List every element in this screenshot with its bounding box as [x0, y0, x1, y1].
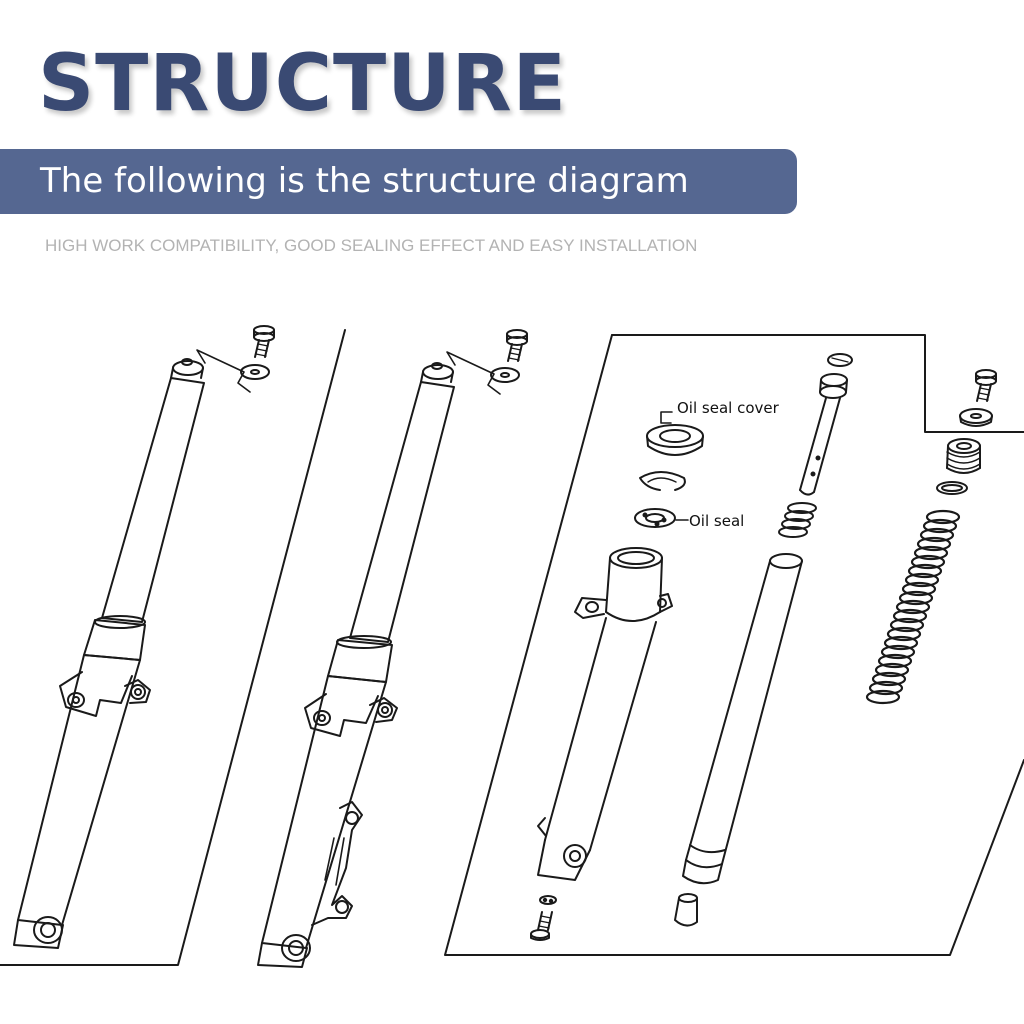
washer-icon: [490, 367, 520, 383]
assembled-fork-left: [13, 325, 275, 949]
washer-icon: [240, 364, 270, 380]
fork-bolt-icon: [506, 329, 528, 362]
oil-seal-icon: [634, 508, 676, 528]
assembled-fork-middle: [257, 329, 528, 968]
oil-lock-piece-icon: [674, 893, 698, 927]
fork-cap-icon: [946, 438, 981, 474]
inner-tube-icon: [682, 553, 803, 885]
callout-oil-seal: Oil seal: [689, 512, 744, 530]
exploded-parts: [530, 353, 997, 941]
page-title: STRUCTURE: [38, 39, 567, 129]
rebound-spring-icon: [778, 502, 817, 538]
fork-bolt-icon: [253, 325, 275, 358]
panel-frames: [0, 329, 1024, 966]
bottom-bolt-icon: [530, 895, 557, 941]
o-ring-icon: [936, 481, 968, 495]
washer-icon: [959, 408, 993, 424]
outer-slider-icon: [537, 547, 673, 881]
oil-seal-cover-icon: [646, 424, 704, 456]
tagline: HIGH WORK COMPATIBILITY, GOOD SEALING EF…: [45, 236, 698, 255]
banner-text: The following is the structure diagram: [40, 161, 689, 201]
circlip-icon: [639, 471, 686, 491]
callout-oil-seal-cover: Oil seal cover: [677, 399, 780, 417]
main-spring-icon: [865, 509, 961, 705]
top-bolt-icon: [975, 369, 997, 402]
damper-rod-icon: [799, 353, 853, 496]
subtitle-banner: The following is the structure diagram: [0, 149, 797, 214]
